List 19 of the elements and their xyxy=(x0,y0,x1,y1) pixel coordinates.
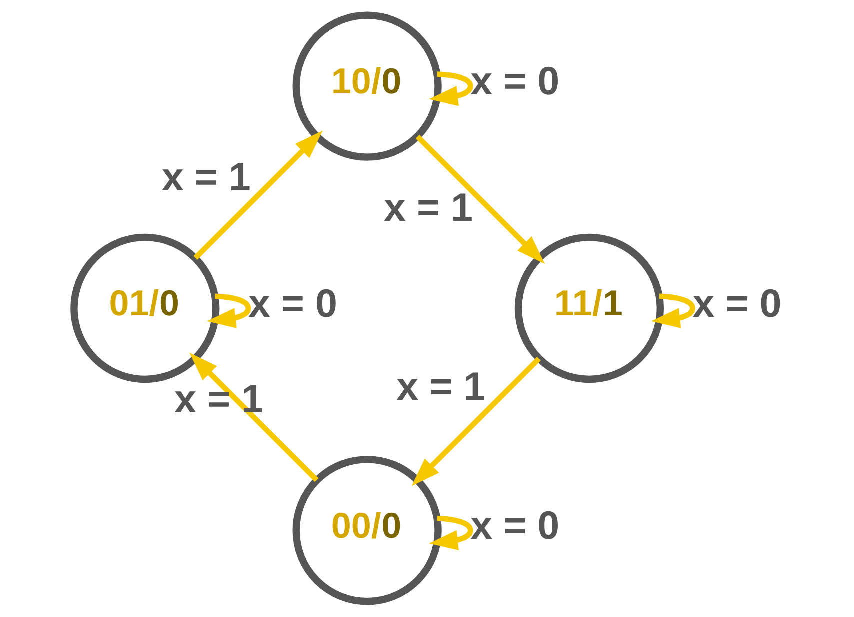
edge-label: x = 1 xyxy=(161,155,250,200)
edge-label: x = 0 xyxy=(470,60,560,104)
edge-label: x = 0 xyxy=(248,282,337,326)
arrow xyxy=(189,352,318,482)
arrow xyxy=(428,72,473,106)
arrow xyxy=(415,134,545,264)
arrow xyxy=(411,357,540,486)
arrow xyxy=(193,130,322,260)
node-circle: 10/0 xyxy=(292,12,442,161)
node-circle: 11/1 xyxy=(514,234,664,384)
node-circle: 01/0 xyxy=(70,234,220,384)
node-circle: 00/0 xyxy=(292,456,442,606)
arrow xyxy=(206,294,251,328)
arrow xyxy=(428,516,473,550)
edge-label: x = 0 xyxy=(470,504,560,548)
edge-label: x = 0 xyxy=(692,282,782,326)
arrow xyxy=(650,294,695,328)
edge-label: x = 1 xyxy=(384,186,473,230)
edge-label: x = 1 xyxy=(396,364,486,409)
